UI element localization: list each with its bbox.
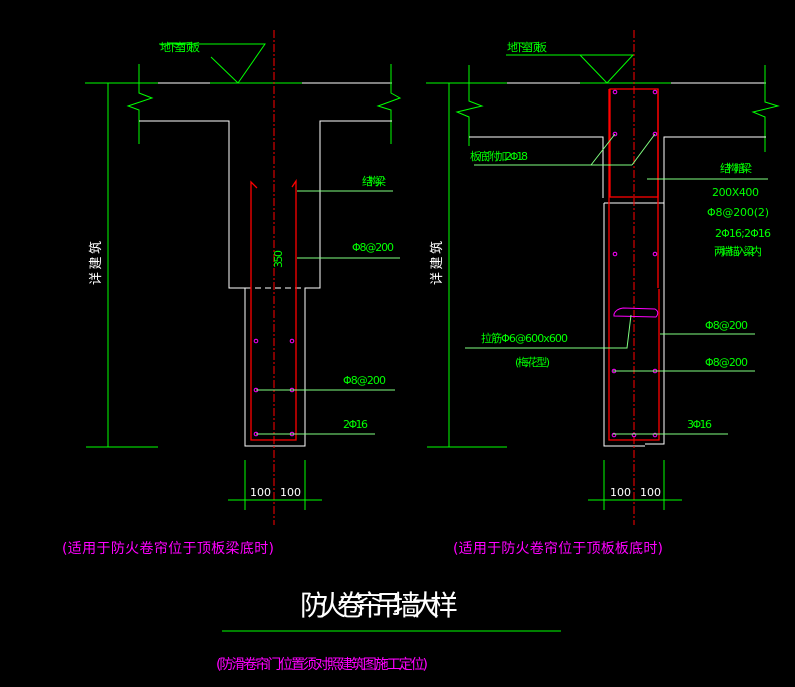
break-line-icon <box>126 64 154 144</box>
hidden-beam-label: 结构暗梁 <box>720 161 752 175</box>
dim-right: 100 <box>640 486 661 499</box>
height-dim: 350 <box>272 250 285 268</box>
right-detail: 地下室顶板 详建筑 板底附加2Φ18 结构暗梁 200X400 Φ8@200(2… <box>426 30 780 557</box>
side-label: 详建筑 <box>429 241 445 285</box>
wall-outline <box>469 136 766 447</box>
break-line-icon <box>751 65 780 152</box>
tie-bars: 拉筋Φ6@600x600 <box>481 331 568 345</box>
dim-left: 100 <box>610 486 631 499</box>
tie-pattern: (梅花型) <box>515 355 550 369</box>
slab-label: 地下室顶板 <box>160 40 200 54</box>
slab-bottom-bars: 板底附加2Φ18 <box>470 149 528 163</box>
rebar-dots <box>611 89 659 438</box>
dim-right: 100 <box>280 486 301 499</box>
caption: (适用于防火卷帘位于顶板梁底时) <box>62 541 274 557</box>
side-label: 详建筑 <box>88 241 104 285</box>
anchor-note: 两端锚入梁内 <box>714 244 762 258</box>
level-triangle-icon <box>506 54 635 84</box>
beam-label: 结构梁 <box>362 174 386 188</box>
drawing-subtitle: (防滑卷帘门位置须对照建筑图施工定位) <box>216 656 428 673</box>
level-triangle-icon <box>159 43 266 84</box>
bottom-bars: 2Φ16 <box>343 418 368 431</box>
caption: (适用于防火卷帘位于顶板板底时) <box>453 541 663 557</box>
break-line-icon <box>455 65 484 146</box>
stirrup-lower: Φ8@200 <box>705 356 748 369</box>
stirrup-upper: Φ8@200 <box>705 319 748 332</box>
tie-bar-icon <box>613 307 659 318</box>
left-detail: 地下室顶板 详建筑 350 结构梁 Φ8@200 Φ8@200 2Φ16 100… <box>62 30 402 557</box>
slab-label: 地下室顶板 <box>507 40 547 54</box>
bottom-bars: 3Φ16 <box>687 418 712 431</box>
beam-stirrup: Φ8@200(2) <box>707 206 769 219</box>
dim-left: 100 <box>250 486 271 499</box>
width-dimension: 100 100 <box>588 460 682 510</box>
drawing-title: 防火卷帘吊墙大样 <box>300 589 458 622</box>
beam-bars: 2Φ16;2Φ16 <box>715 227 771 240</box>
stirrup-lower: Φ8@200 <box>343 374 386 387</box>
width-dimension: 100 100 <box>228 460 322 510</box>
beam-size: 200X400 <box>712 186 759 199</box>
stirrup-upper: Φ8@200 <box>352 241 394 254</box>
break-line-icon <box>376 64 402 144</box>
beam-outline <box>139 120 392 447</box>
